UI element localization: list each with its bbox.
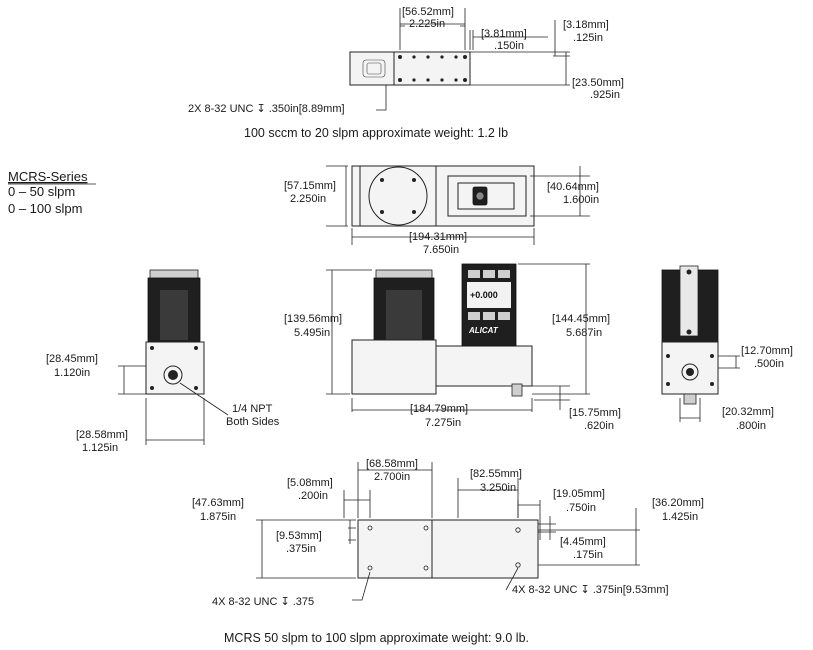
small-unit-thread-note: 2X 8-32 UNC ↧ .350in[8.89mm]: [188, 103, 345, 115]
dim-47-63mm: [47.63mm]: [192, 497, 244, 509]
bottom-thread-note-left: 4X 8-32 UNC ↧ .375: [212, 596, 314, 608]
dim-4-45mm: [4.45mm]: [560, 536, 606, 548]
left-side-view: [28.45mm] 1.120in [28.58mm] 1.125in 1/4 …: [46, 269, 280, 454]
dim-0-800in: .800in: [736, 420, 766, 432]
small-unit-block: [393, 51, 471, 86]
front-brand-label: ALICAT: [468, 326, 499, 335]
dim-0-750in: .750in: [566, 502, 596, 514]
dim-5-687in: 5.687in: [566, 327, 602, 339]
large-unit-weight-caption: MCRS 50 slpm to 100 slpm approximate wei…: [224, 631, 529, 645]
dim-0-925in: .925in: [590, 89, 620, 101]
small-unit-top-view: [56.52mm] 2.225in [3.81mm] .150in [3.18m…: [188, 6, 624, 140]
dim-0-150in: .150in: [494, 40, 524, 52]
dim-3-250in: 3.250in: [480, 482, 516, 494]
dim-139-56mm: [139.56mm]: [284, 313, 342, 325]
dim-68-58mm: [68.58mm]: [366, 458, 418, 470]
dim-20-32mm: [20.32mm]: [722, 406, 774, 418]
dim-1-125in: 1.125in: [82, 442, 118, 454]
dim-1-425in: 1.425in: [662, 511, 698, 523]
dim-28-58mm: [28.58mm]: [76, 429, 128, 441]
dim-1-600in: 1.600in: [563, 194, 599, 206]
dim-1-875in: 1.875in: [200, 511, 236, 523]
series-range-50: 0 – 50 slpm: [8, 184, 75, 199]
dim-15-75mm: [15.75mm]: [569, 407, 621, 419]
dim-2-225in: 2.225in: [409, 18, 445, 30]
dim-7-275in: 7.275in: [425, 417, 461, 429]
port-note-sides: Both Sides: [226, 416, 280, 428]
front-base-block: [351, 339, 437, 395]
small-unit-holes: [398, 55, 467, 82]
bottom-valve-base: [357, 519, 433, 579]
front-flow-body: [435, 345, 533, 387]
dim-82-55mm: [82.55mm]: [470, 468, 522, 480]
dim-0-200in: .200in: [298, 490, 328, 502]
dim-184-79mm: [184.79mm]: [410, 403, 468, 415]
front-view: +0.000 ALICAT [139.56mm] 5.495in [144.45…: [284, 263, 621, 432]
dim-9-53mm: [9.53mm]: [276, 530, 322, 542]
dim-0-125in: .125in: [573, 32, 603, 44]
series-title: MCRS-Series: [8, 169, 88, 184]
bottom-view: [68.58mm] 2.700in [5.08mm] .200in [82.55…: [192, 458, 704, 608]
dim-2-250in: 2.250in: [290, 193, 326, 205]
dim-5-08mm: [5.08mm]: [287, 477, 333, 489]
dim-56-52mm: [56.52mm]: [402, 6, 454, 18]
port-note-npt: 1/4 NPT: [232, 403, 273, 415]
dim-194-31mm: [194.31mm]: [409, 231, 467, 243]
dim-144-45mm: [144.45mm]: [552, 313, 610, 325]
dim-28-45mm: [28.45mm]: [46, 353, 98, 365]
dim-3-18mm: [3.18mm]: [563, 19, 609, 31]
dim-12-70mm: [12.70mm]: [741, 345, 793, 357]
dim-40-64mm: [40.64mm]: [547, 181, 599, 193]
small-unit-port: [362, 59, 386, 78]
bottom-thread-note-right: 4X 8-32 UNC ↧ .375in[9.53mm]: [512, 584, 669, 596]
large-unit-plan-view: [57.15mm] 2.250in [194.31mm] 7.650in [40…: [284, 165, 599, 256]
dim-1-120in: 1.120in: [54, 367, 90, 379]
dim-23-50mm: [23.50mm]: [572, 77, 624, 89]
dim-2-700in: 2.700in: [374, 471, 410, 483]
plan-valve-cap: [368, 166, 428, 226]
small-unit-weight-caption: 100 sccm to 20 slpm approximate weight: …: [244, 126, 508, 140]
dim-19-05mm: [19.05mm]: [553, 488, 605, 500]
right-side-view: [12.70mm] .500in [20.32mm] .800in: [661, 265, 793, 432]
dim-7-650in: 7.650in: [423, 244, 459, 256]
dim-5-495in: 5.495in: [294, 327, 330, 339]
dim-0-175in: .175in: [573, 549, 603, 561]
dim-0-375in: .375in: [286, 543, 316, 555]
dim-0-620in: .620in: [584, 420, 614, 432]
dim-57-15mm: [57.15mm]: [284, 180, 336, 192]
front-screen-value: +0.000: [470, 290, 498, 300]
dim-3-81mm: [3.81mm]: [481, 28, 527, 40]
dim-0-500in: .500in: [754, 358, 784, 370]
series-label: MCRS-Series 0 – 50 slpm 0 – 100 slpm: [8, 169, 96, 216]
series-range-100: 0 – 100 slpm: [8, 201, 82, 216]
dim-36-20mm: [36.20mm]: [652, 497, 704, 509]
